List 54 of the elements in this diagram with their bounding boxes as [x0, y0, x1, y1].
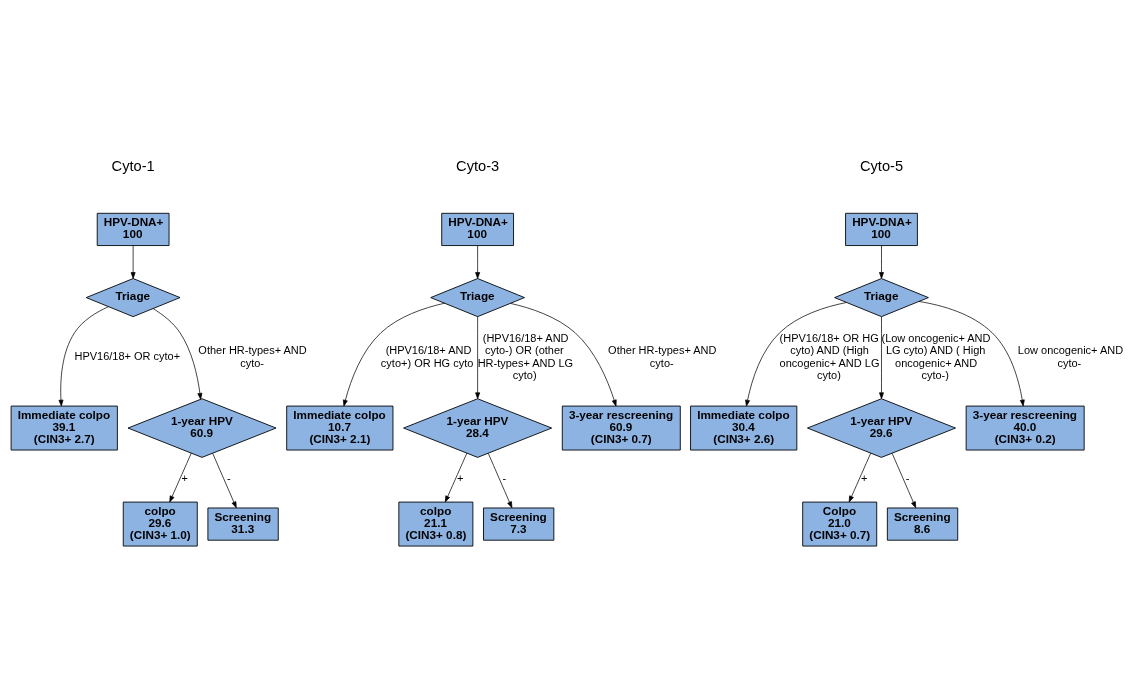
edge-label: Other HR-types+ AND cyto-	[608, 344, 717, 369]
node-box: colpo 29.6 (CIN3+ 1.0)	[122, 501, 198, 547]
arrow	[444, 452, 468, 503]
arrow	[212, 453, 237, 509]
edge-label: -	[502, 472, 507, 485]
node-box: 3-year rescreening 40.0 (CIN3+ 0.2)	[965, 405, 1085, 451]
arrow	[130, 245, 136, 279]
edge-label: (Low oncogenic+ AND LG cyto) AND ( High oncogenic+ AND cyto-)	[881, 331, 991, 381]
node-diamond: Triage	[834, 278, 929, 318]
node-box: HPV-DNA+ 100	[845, 212, 918, 246]
label: Cyto-1	[111, 157, 155, 174]
edge-label: -	[226, 472, 231, 485]
arrow	[745, 302, 847, 407]
arrow	[475, 245, 481, 279]
arrow	[58, 306, 109, 407]
arrow	[879, 245, 884, 279]
arrow	[152, 308, 203, 400]
node-diamond: 1-year HPV 28.4	[403, 398, 553, 458]
edge-label: Other HR-types+ AND cyto-	[198, 344, 307, 369]
edge-label: +	[860, 472, 868, 485]
node-box: colpo 21.1 (CIN3+ 0.8)	[398, 501, 474, 547]
arrow	[475, 316, 481, 399]
arrow	[343, 302, 445, 407]
node-diamond: 1-year HPV 29.6	[807, 398, 956, 458]
arrow	[848, 452, 872, 503]
node-box: 3-year rescreening 60.9 (CIN3+ 0.7)	[561, 405, 681, 451]
node-diamond: 1-year HPV 60.9	[127, 398, 277, 458]
label: Cyto-3	[456, 157, 500, 174]
node-box: Screening 8.6	[886, 507, 959, 541]
node-box: Immediate colpo 39.1 (CIN3+ 2.7)	[10, 405, 118, 451]
arrow	[487, 453, 513, 509]
edge-label: (HPV16/18+ OR HG cyto) AND (High oncogenic+ AND LG cyto)	[779, 331, 880, 381]
node-box: Colpo 21.0 (CIN3+ 0.7)	[802, 501, 878, 547]
label: Cyto-5	[859, 157, 904, 174]
edge-label: -	[905, 472, 910, 485]
edge-label: Low oncogenic+ AND cyto-	[1017, 344, 1124, 369]
edge-label: +	[181, 472, 188, 485]
node-box: HPV-DNA+ 100	[96, 212, 170, 246]
node-box: Immediate colpo 30.4 (CIN3+ 2.6)	[690, 405, 798, 451]
edge-label: +	[457, 472, 464, 485]
arrow	[879, 316, 884, 399]
node-diamond: Triage	[430, 278, 525, 318]
arrow	[918, 301, 1025, 407]
node-box: Screening 7.3	[483, 507, 555, 541]
node-box: Immediate colpo 10.7 (CIN3+ 2.1)	[286, 405, 394, 451]
edge-label: (HPV16/18+ AND cyto+) OR HG cyto	[380, 344, 474, 369]
edge-label: HPV16/18+ OR cyto+	[74, 350, 181, 363]
edge-label: (HPV16/18+ AND cyto-) OR (other HR-types+ AND LG cyto)	[477, 331, 574, 381]
arrow	[510, 303, 617, 407]
node-diamond: Triage	[85, 278, 181, 318]
arrow	[891, 453, 917, 509]
arrow	[169, 452, 192, 503]
node-box: HPV-DNA+ 100	[441, 212, 514, 246]
node-box: Screening 31.3	[207, 507, 279, 541]
